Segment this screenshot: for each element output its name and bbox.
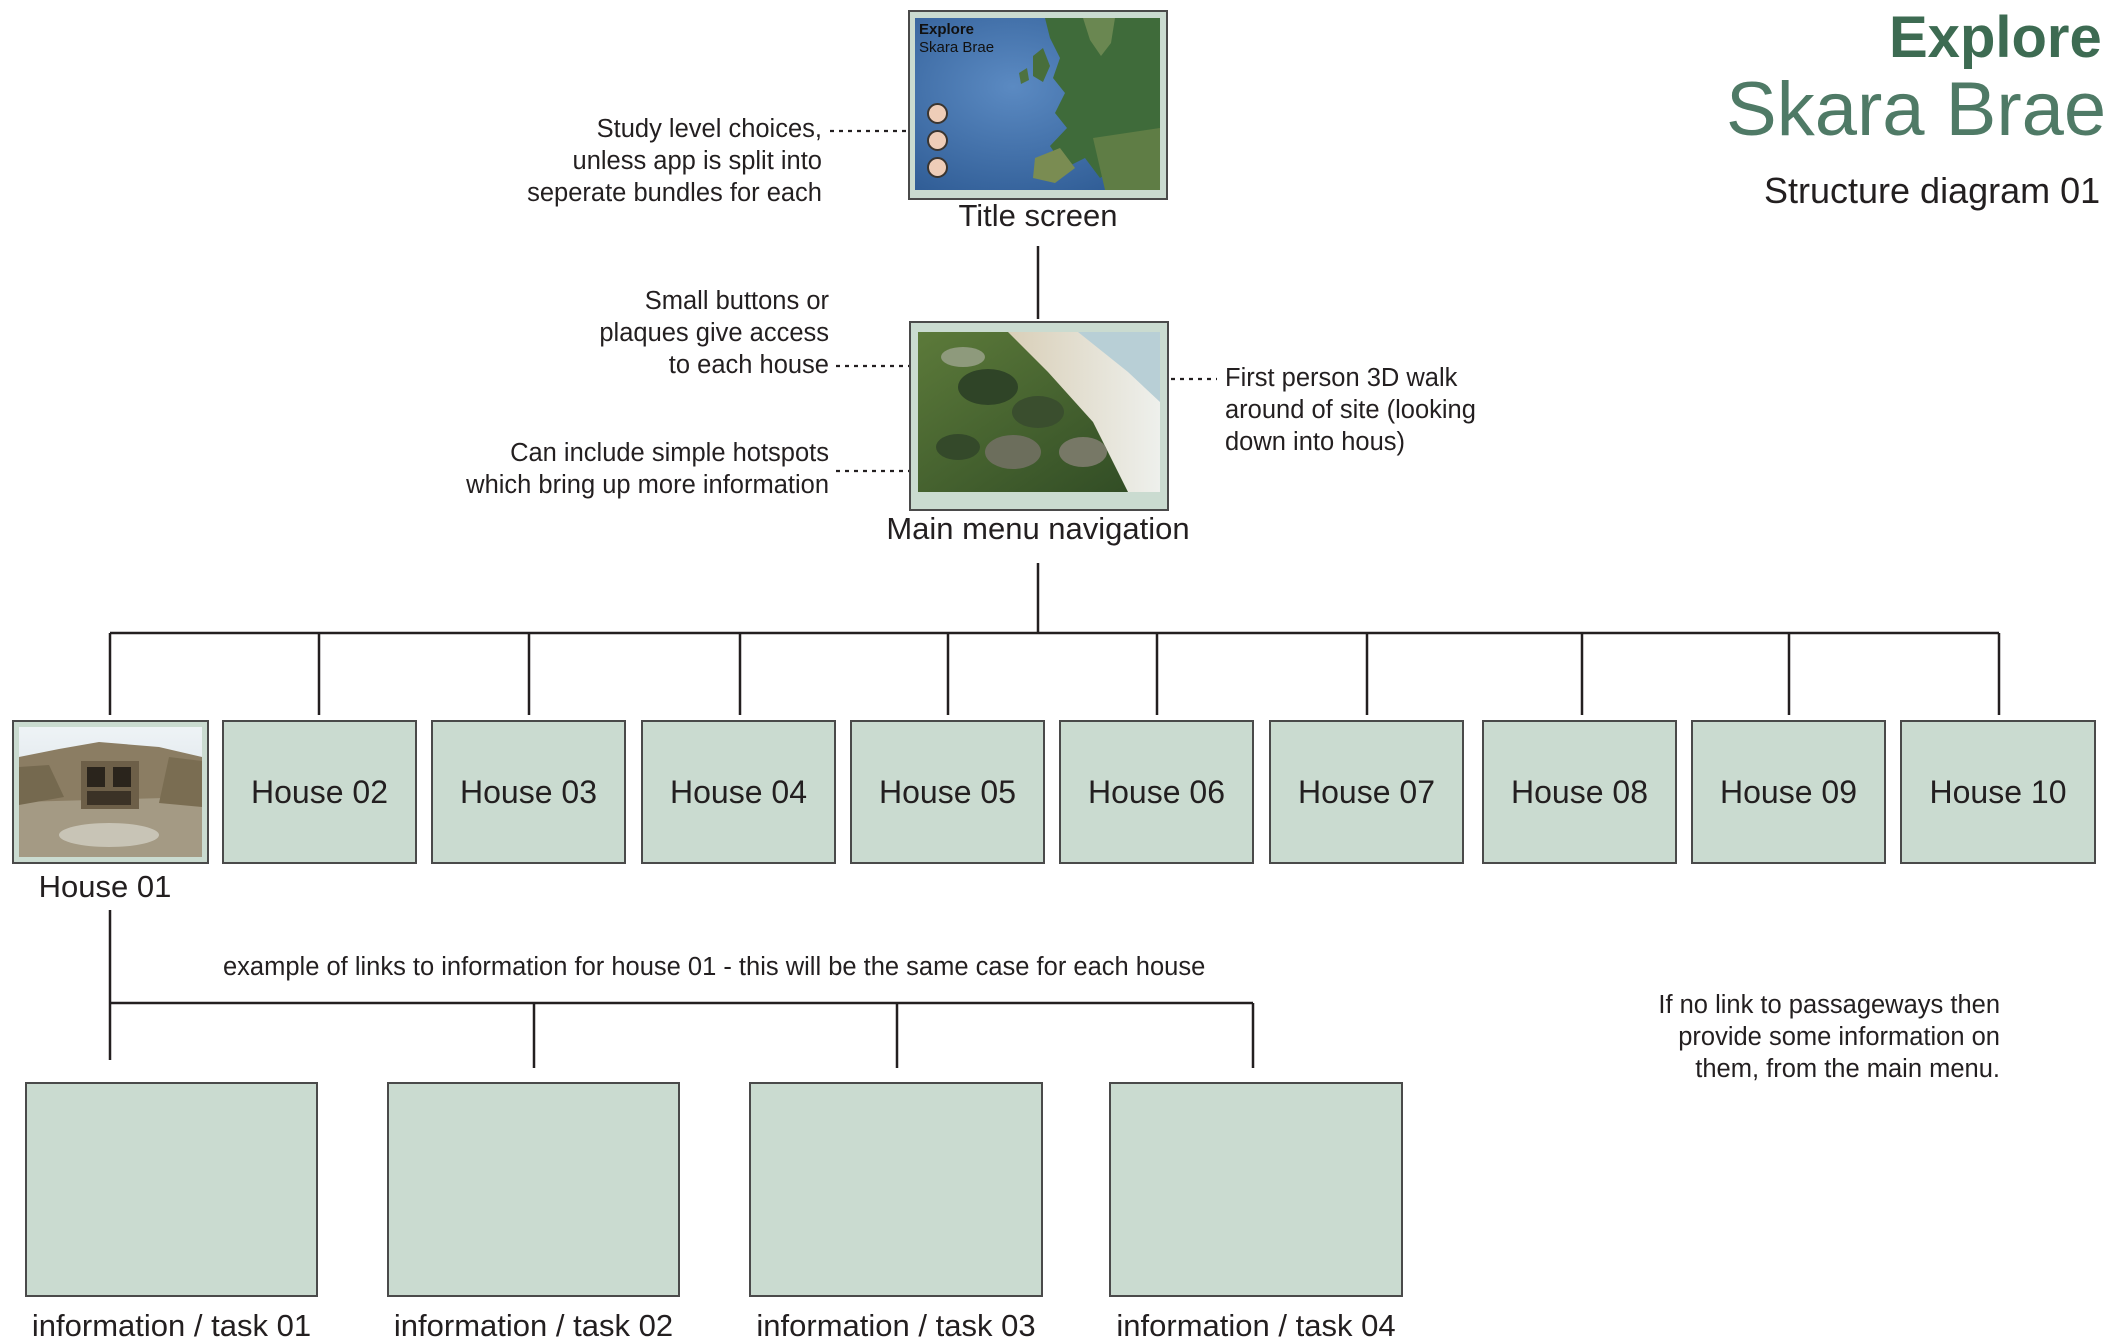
info-task-02-box[interactable] [387,1082,680,1297]
main-menu-label: Main menu navigation [886,511,1190,546]
europe-map-icon [915,18,1160,190]
note-hotspots: Can include simple hotspots which bring … [400,437,829,501]
house-10-box[interactable]: House 10 [1900,720,2096,864]
note-study-levels-line-2: unless app is split into [572,147,822,175]
study-level-button-2[interactable] [927,130,948,151]
note-first-person-line-1: First person 3D walk [1225,364,1458,392]
house-05-box[interactable]: House 05 [850,720,1045,864]
info-task-02-label: information / task 02 [393,1308,674,1343]
main-menu-box [909,321,1169,511]
note-study-levels: Study level choices, unless app is split… [420,113,822,209]
app-subtitle: Skara Brae [1726,67,2105,152]
title-screen-explore-text: Explore [919,21,975,38]
house-09-box[interactable]: House 09 [1691,720,1886,864]
note-small-buttons-line-2: plaques give access [599,319,829,347]
app-title: Explore [1889,5,2102,70]
house-01-box[interactable] [12,720,209,864]
note-study-levels-line-1: Study level choices, [596,115,822,143]
diagram-subtitle: Structure diagram 01 [1764,170,2101,211]
house-03-box[interactable]: House 03 [431,720,626,864]
stone-house-photo-icon [19,727,202,857]
house-08-box[interactable]: House 08 [1482,720,1677,864]
house-04-box[interactable]: House 04 [641,720,836,864]
info-task-03-label: information / task 03 [756,1308,1036,1343]
note-small-buttons-line-3: to each house [668,351,829,379]
site-aerial-image [918,332,1160,492]
title-screen-label: Title screen [958,198,1118,233]
info-task-03-box[interactable] [749,1082,1043,1297]
note-passageways-line-3: them, from the main menu. [1695,1055,2000,1083]
note-hotspots-line-1: Can include simple hotspots [510,439,829,467]
study-level-button-1[interactable] [927,103,948,124]
note-small-buttons-line-1: Small buttons or [644,287,829,315]
note-passageways-line-1: If no link to passageways then [1658,991,2000,1019]
study-level-button-3[interactable] [927,157,948,178]
map-image: Explore Skara Brae [915,18,1160,190]
house-01-label: House 01 [38,869,172,904]
house-02-box[interactable]: House 02 [222,720,417,864]
note-study-levels-line-3: seperate bundles for each [527,179,822,207]
info-task-01-label: information / task 01 [31,1308,312,1343]
house-06-box[interactable]: House 06 [1059,720,1254,864]
note-first-person-line-2: around of site (looking [1225,396,1476,424]
title-screen-skara-text: Skara Brae [919,39,995,56]
house-07-box[interactable]: House 07 [1269,720,1464,864]
note-first-person: First person 3D walk around of site (loo… [1225,362,1476,458]
title-screen-box: Explore Skara Brae [908,10,1168,200]
house-01-photo [19,727,202,857]
note-example-links: example of links to information for hous… [223,953,1206,981]
note-first-person-line-3: down into hous) [1225,428,1406,456]
note-passageways: If no link to passageways then provide s… [1560,989,2000,1085]
aerial-site-photo-icon [918,332,1160,492]
note-hotspots-line-2: which bring up more information [466,471,829,499]
info-task-04-label: information / task 04 [1116,1308,1396,1343]
note-passageways-line-2: provide some information on [1678,1023,2000,1051]
info-task-01-box[interactable] [25,1082,318,1297]
note-small-buttons: Small buttons or plaques give access to … [428,285,829,381]
info-task-04-box[interactable] [1109,1082,1403,1297]
